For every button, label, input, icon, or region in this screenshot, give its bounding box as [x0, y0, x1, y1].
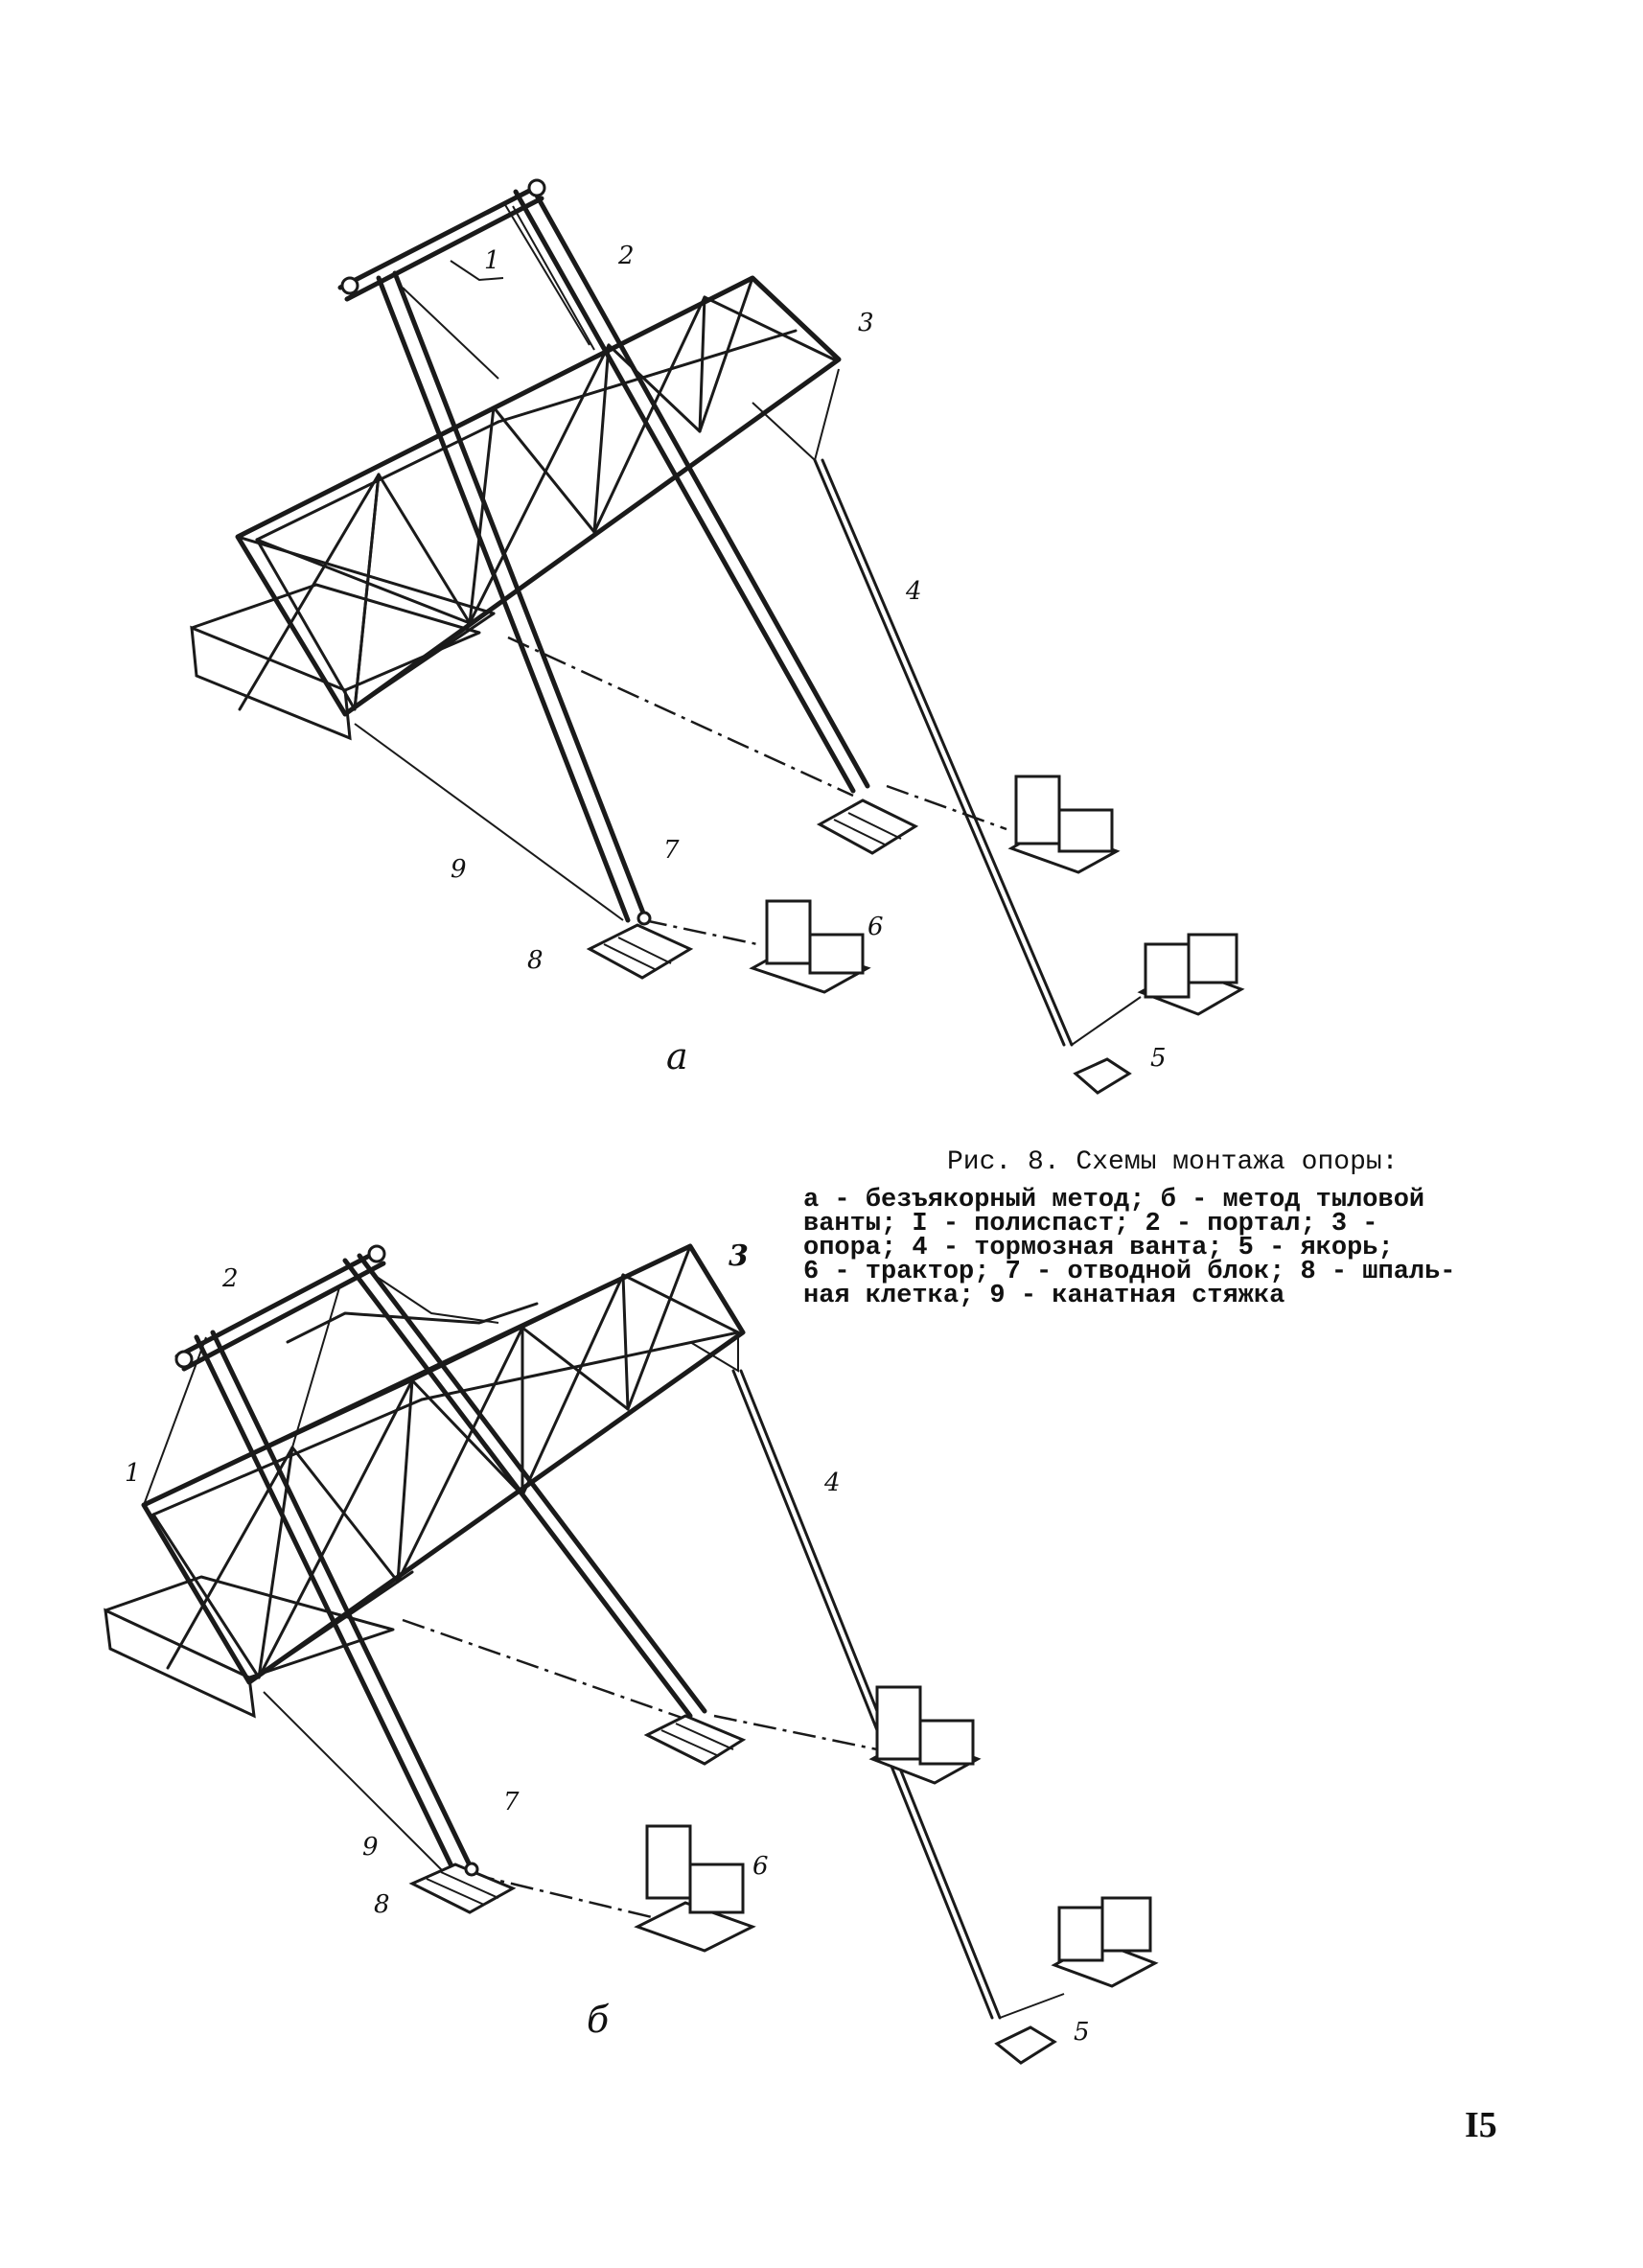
caption-title: Рис. 8. Схемы монтажа опоры: [947, 1147, 1399, 1177]
sublabel-a: а [666, 1035, 688, 1077]
label-b-5: 5 [1074, 2018, 1090, 2047]
portal-a [337, 178, 870, 923]
portal-b [143, 1244, 707, 1877]
label-a-6: 6 [868, 913, 884, 941]
tractor-b-rear [868, 1685, 982, 1785]
label-a-5: 5 [1150, 1044, 1167, 1073]
sleeper-crib-b-rear [643, 1714, 747, 1766]
label-b-4: 4 [823, 1469, 841, 1497]
caption-legend: а - безъякорный метод; б - метод тыловой… [803, 1186, 1456, 1310]
label-a-8: 8 [527, 946, 544, 975]
deflection-block-b [464, 1862, 479, 1877]
foundation-slab-a [190, 583, 481, 741]
label-b-6: 6 [752, 1852, 769, 1881]
label-b-2: 2 [221, 1264, 239, 1293]
label-a-7: 7 [663, 836, 680, 865]
sleeper-crib-b-front [408, 1863, 517, 1914]
label-a-9: 9 [451, 855, 467, 884]
tractor-a-anchor [1137, 933, 1245, 1016]
diagram-b: 1 2 3 4 5 6 7 8 9 б [104, 1239, 1159, 2065]
label-b-1: 1 [125, 1459, 141, 1488]
label-a-1: 1 [484, 246, 500, 275]
truss-support-a [235, 275, 842, 717]
sublabel-b: б [587, 1999, 610, 2041]
tractor-b-anchor [1051, 1896, 1159, 1988]
deflection-block-a [636, 911, 652, 926]
label-b-3: 3 [729, 1239, 749, 1273]
label-b-9: 9 [362, 1833, 379, 1862]
tractor-a-front [749, 899, 871, 994]
diagram-a: 1 2 3 4 5 6 7 8 9 а [190, 178, 1245, 1095]
label-a-3: 3 [858, 309, 874, 337]
label-a-4: 4 [905, 577, 922, 606]
brake-guy-b [689, 1332, 1002, 2020]
tractor-a-rear [1007, 775, 1121, 874]
page-number: I5 [1465, 2105, 1497, 2145]
label-b-8: 8 [374, 1890, 390, 1919]
sleeper-crib-a-front [586, 923, 694, 980]
brake-guy-a [752, 368, 1074, 1047]
figure-caption: Рис. 8. Схемы монтажа опоры: а - безъяко… [803, 1146, 1551, 1310]
sleeper-crib-a-rear [816, 798, 919, 855]
foundation-slab-b [104, 1575, 395, 1719]
rope-tie-a [354, 723, 624, 921]
tractor-b-front [634, 1824, 756, 1953]
tackle-a [402, 202, 595, 380]
label-b-7: 7 [503, 1788, 520, 1817]
anchor-b [994, 2025, 1057, 2065]
label-a-2: 2 [617, 242, 635, 270]
anchor-a [1073, 1057, 1132, 1095]
rope-tie-b [263, 1691, 447, 1875]
truss-support-b [141, 1243, 746, 1685]
